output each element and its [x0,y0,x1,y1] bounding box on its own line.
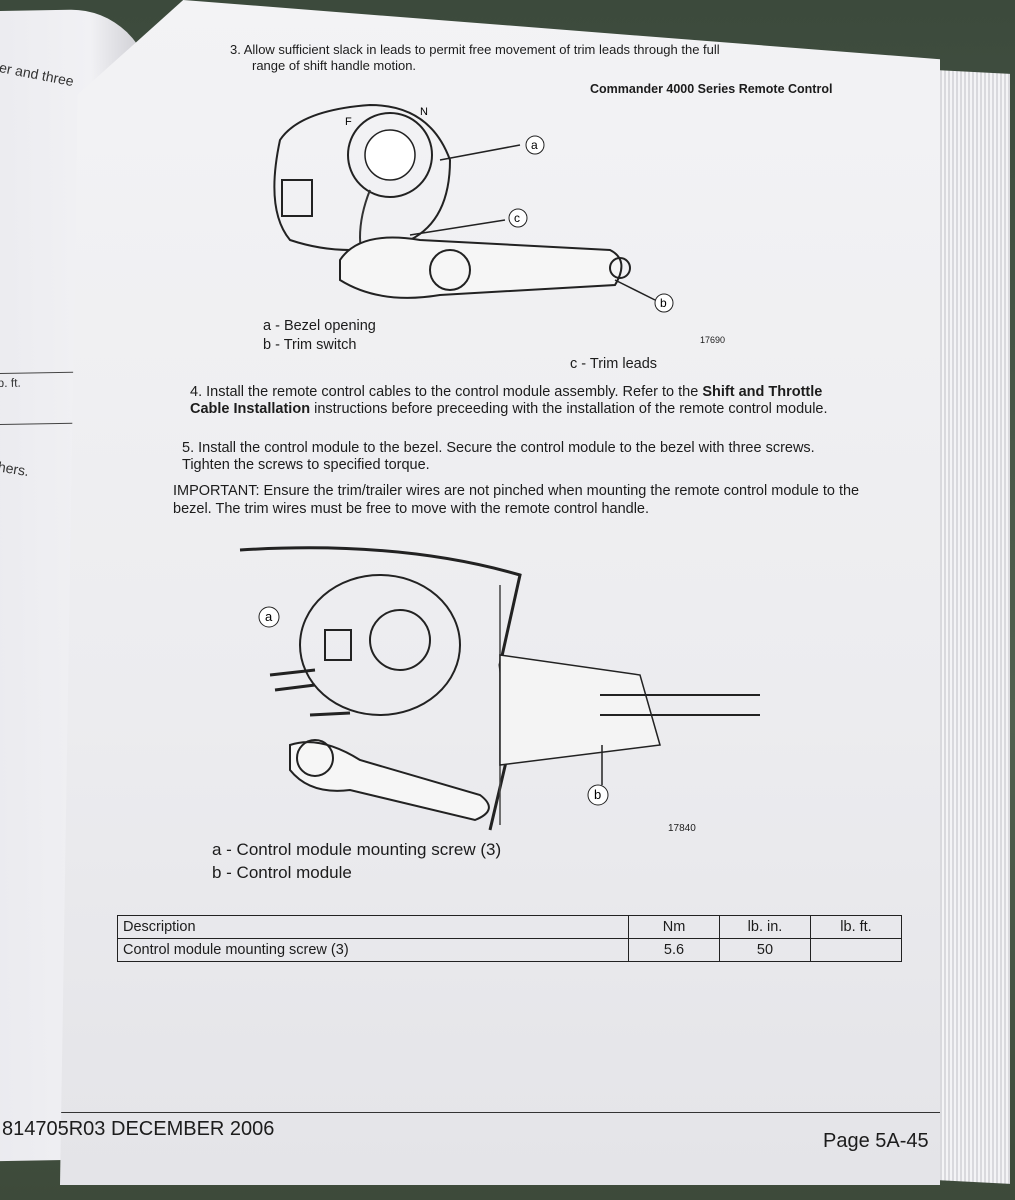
step-text: instructions before preceeding with the … [310,401,828,417]
footer-divider [60,1112,940,1113]
svg-text:a: a [265,609,273,624]
column-header-lb-ft: lb. ft. [810,915,902,939]
cell-description: Control module mounting screw (3) [117,938,629,962]
figure1-legend-a: a - Bezel opening [263,318,376,334]
cell-lb-in: 50 [719,938,811,962]
document-date: DECEMBER 2006 [111,1118,275,1140]
step-text: Install the remote control cables to the… [206,384,703,400]
table-header-row: Description Nm lb. in. lb. ft. [117,915,902,939]
figure-trim-leads: N F a c b [273,103,674,313]
step-text: range of shift handle motion. [252,58,417,73]
step-3: 3. Allow sufficient slack in leads to pe… [230,42,720,74]
torque-table: Description Nm lb. in. lb. ft. Control m… [117,915,902,962]
svg-text:a: a [531,138,538,152]
figure-control-module: a b [239,546,760,831]
callout-a: a [525,135,545,155]
manual-page: 3. Allow sufficient slack in leads to pe… [60,0,940,1185]
step-5: 5. Install the control module to the bez… [182,440,852,474]
step-number: 3. [230,42,241,57]
figure1-number: 17690 [700,335,726,345]
callout-a: a [258,606,280,628]
running-header: Commander 4000 Series Remote Control [590,82,833,96]
svg-text:b: b [660,296,667,310]
facing-page-text: b. ft. [0,375,21,391]
step-text: Allow sufficient slack in leads to permi… [243,42,720,57]
facing-page-text: hers. [0,458,31,480]
step-number: 4. [190,384,203,400]
facing-page-text: her and three [0,57,76,90]
cell-lb-ft [810,938,902,962]
cell-nm: 5.6 [628,938,720,962]
step-text: Install the control module to the bezel.… [182,440,815,473]
step-4: 4. Install the remote control cables to … [190,384,855,418]
figure2-legend-a: a - Control module mounting screw (3) [212,840,502,859]
column-header-nm: Nm [628,915,720,939]
table-row: Control module mounting screw (3) 5.6 50 [117,938,902,962]
callout-b: b [654,293,674,313]
figure2-legend-b: b - Control module [212,863,352,882]
figure2-number: 17840 [668,823,696,834]
page-number: Page 5A-45 [823,1130,929,1152]
footer-doc-info: 814705R03 DECEMBER 2006 [2,1118,274,1141]
svg-text:c: c [514,211,520,225]
figure1-legend-c: c - Trim leads [570,356,658,372]
document-id: 814705R03 [2,1118,106,1140]
column-header-lb-in: lb. in. [719,915,811,939]
svg-text:b: b [594,787,601,802]
step-number: 5. [182,440,195,456]
step-text-bold: Shift and Throttle Cable Installation [190,384,823,417]
callout-c: c [508,208,528,228]
figure1-legend-b: b - Trim switch [263,337,357,353]
callout-b: b [587,784,609,806]
dial-letter: N [420,106,428,118]
column-header-description: Description [117,915,629,939]
dial-letter: F [345,116,352,128]
important-note: IMPORTANT: Ensure the trim/trailer wires… [173,483,860,517]
